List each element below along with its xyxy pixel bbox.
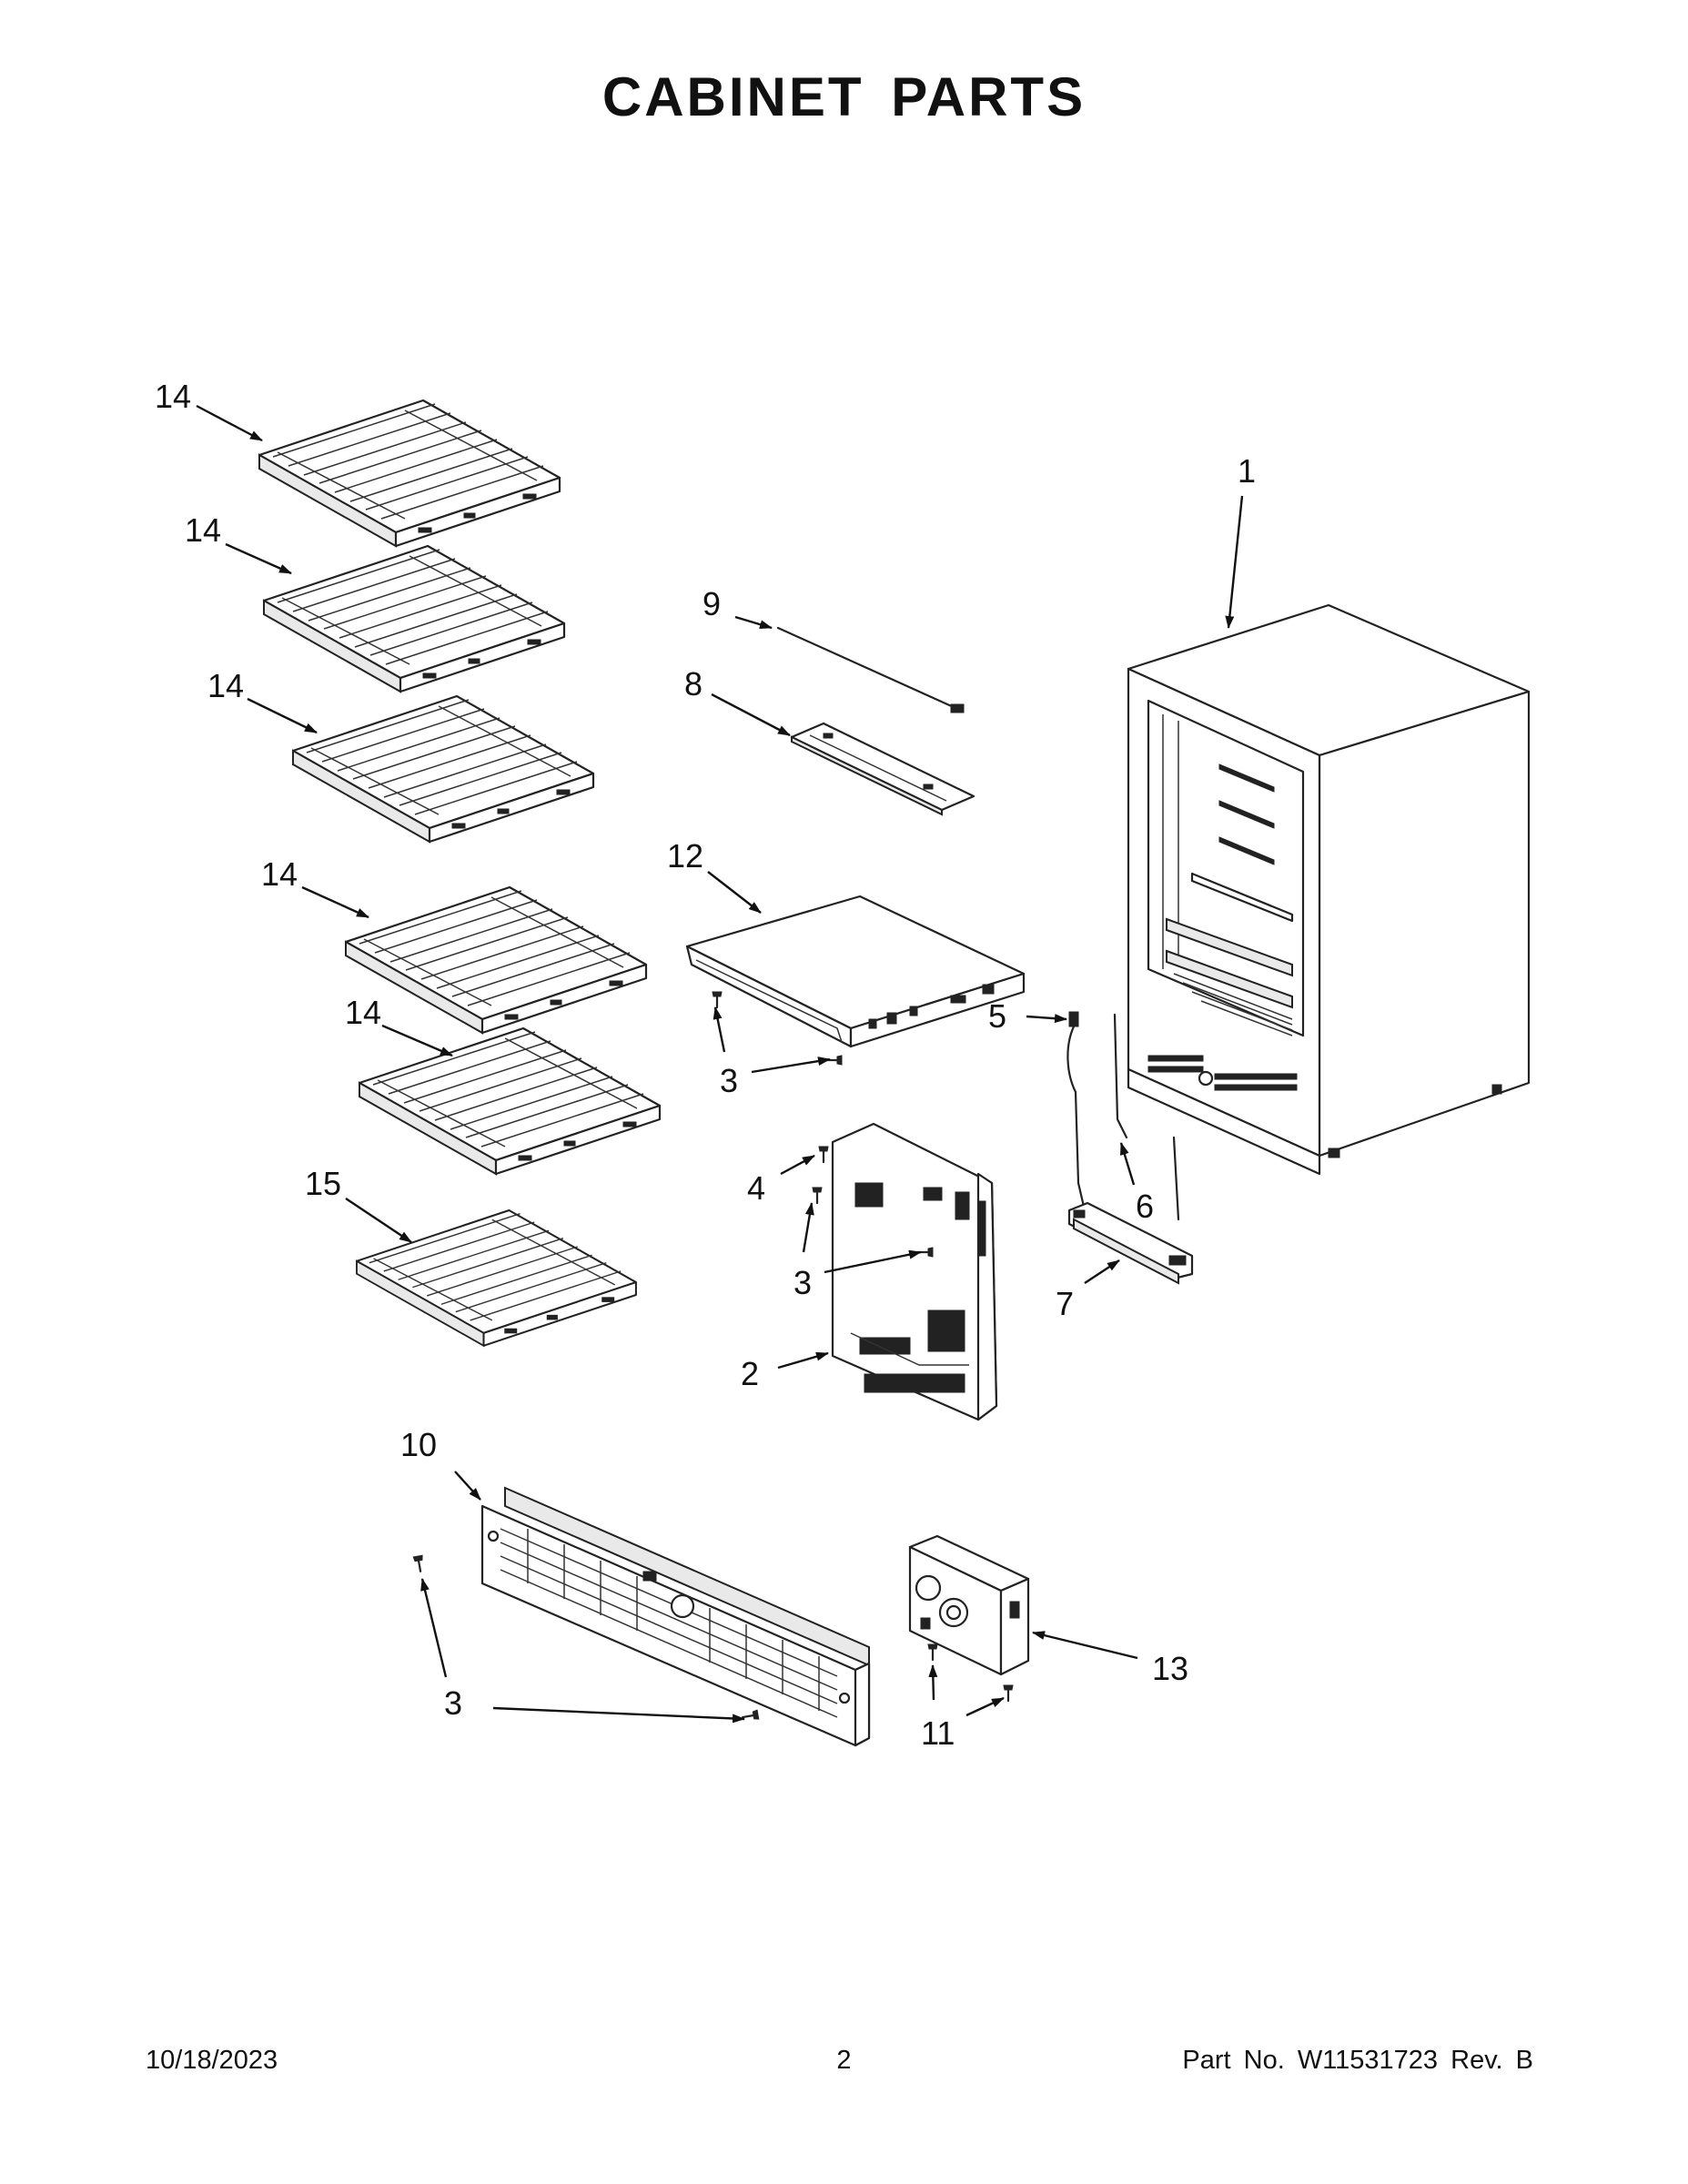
hinge-part: [1067, 1136, 1194, 1285]
screw-part: [1002, 1684, 1015, 1703]
screw-part: [817, 1145, 830, 1164]
callout-1: 1: [1238, 452, 1256, 490]
footer-date: 10/18/2023: [146, 2046, 278, 2075]
control-box-part: [685, 895, 1026, 1048]
callout-13: 13: [1152, 1650, 1188, 1687]
footer-page-number: 2: [836, 2046, 852, 2075]
page-title: CABINET PARTS: [601, 66, 1087, 127]
footer-part-number: Part No. W11531723 Rev. B: [1182, 2046, 1533, 2075]
wine-shelf: [344, 885, 648, 1035]
callout-7: 7: [1056, 1285, 1074, 1322]
cabinet-part: [1127, 603, 1531, 1176]
drain-box-part: [908, 1534, 1030, 1676]
callout-3: 3: [444, 1684, 462, 1722]
wine-shelf: [262, 544, 566, 693]
callout-14: 14: [345, 994, 381, 1031]
bracket-part: [790, 722, 975, 816]
screw-part: [926, 1643, 939, 1662]
sensor-wire-part: [776, 626, 965, 713]
callout-15: 15: [305, 1165, 341, 1202]
callout-2: 2: [741, 1355, 759, 1392]
callout-3: 3: [793, 1264, 812, 1301]
wine-shelf: [358, 1026, 662, 1176]
screw-part: [741, 1709, 760, 1724]
callout-14: 14: [207, 667, 244, 704]
callout-3: 3: [720, 1062, 738, 1099]
wine-shelf: [291, 694, 595, 844]
screw-part: [811, 1186, 824, 1205]
toe-grille-part: [480, 1486, 871, 1747]
callout-5: 5: [988, 997, 1006, 1035]
wire-harness-part: [1066, 1011, 1087, 1212]
callout-9: 9: [702, 585, 721, 622]
callout-10: 10: [400, 1426, 437, 1463]
callout-14: 14: [261, 855, 298, 893]
wine-shelf-bottom: [355, 1208, 637, 1347]
wine-shelf: [258, 399, 561, 548]
screw-part: [412, 1554, 427, 1573]
callout-8: 8: [684, 665, 702, 703]
rear-cover-part: [831, 1122, 998, 1421]
callout-12: 12: [667, 837, 703, 875]
callout-11: 11: [921, 1714, 955, 1752]
callout-6: 6: [1136, 1188, 1154, 1225]
callout-14: 14: [185, 511, 221, 549]
callout-4: 4: [747, 1169, 765, 1207]
thermistor-part: [1113, 1013, 1128, 1139]
leader-arrows: [196, 404, 1244, 1724]
callout-14: 14: [155, 378, 191, 415]
